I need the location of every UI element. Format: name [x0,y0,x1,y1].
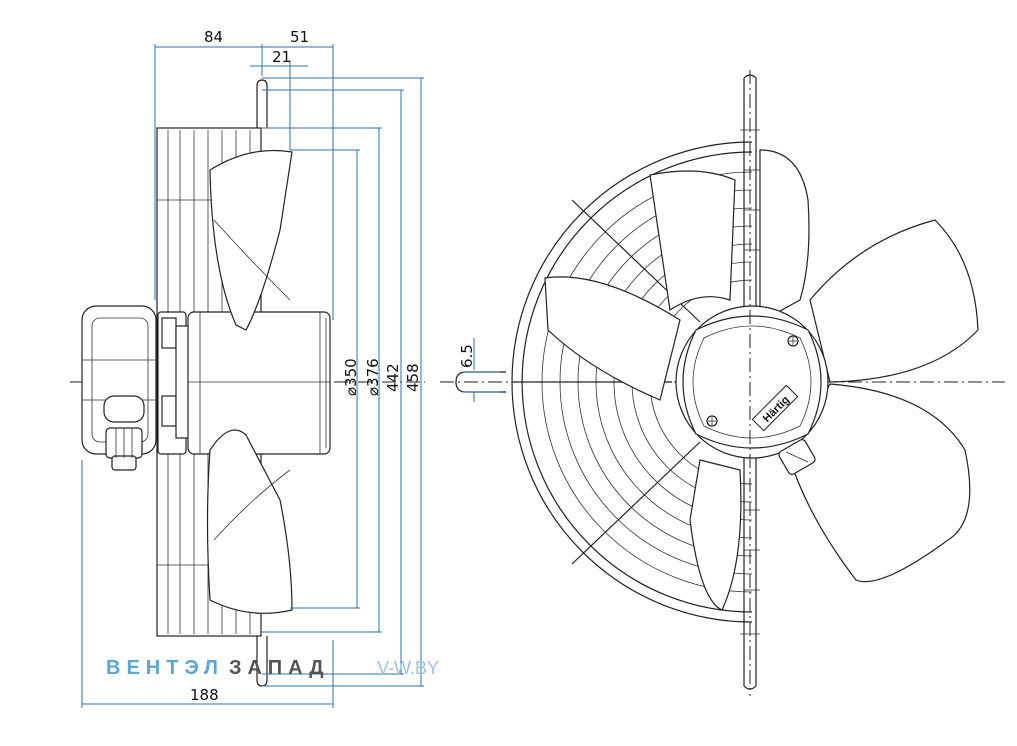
dim-376: ⌀376 [364,358,382,396]
blade-right-lower [789,383,971,583]
dim-slot [462,338,500,402]
dim-188: 188 [190,686,219,704]
front-cable-gland [778,439,816,475]
blade-top [759,149,810,324]
watermark-zapad: ЗАПАД [229,657,330,679]
dim-442: 442 [384,363,402,392]
dim-21: 21 [272,48,291,66]
side-dimensions [81,44,424,708]
dim-6-5: 6.5 [458,344,476,368]
dim-84: 84 [204,28,223,46]
blade-left [544,276,681,401]
blade-left-upper [649,170,736,312]
side-view: 84 51 21 188 ⌀350 ⌀376 442 458 [70,28,425,708]
watermark-ventel: ВЕНТЭЛ [106,657,224,679]
front-hub: Härtig [675,305,829,475]
motor-flange [157,311,191,455]
watermark-site: V-W.BY [377,658,439,678]
dim-51: 51 [290,28,309,46]
screw-icon [706,415,718,427]
side-fan-blades [206,149,293,614]
dim-458: 458 [404,363,422,392]
motor-rotor [187,311,331,455]
cable-gland [105,427,143,471]
connector [103,395,145,423]
dim-350: ⌀350 [342,358,360,396]
watermark: ВЕНТЭЛ ЗАПАД V-W.BY [106,657,439,679]
front-fan-blades [544,149,979,611]
blade-right-upper [809,219,979,383]
blade-bottom [689,459,742,611]
front-view: Härtig 6.5 [440,70,1005,696]
screw-icon [787,335,799,347]
